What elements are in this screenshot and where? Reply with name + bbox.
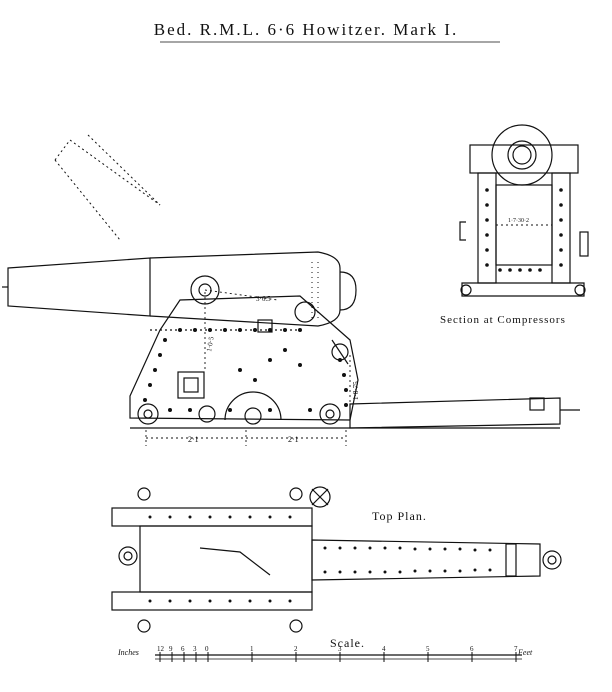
compressor-block	[177, 371, 205, 399]
front-wheel	[137, 403, 159, 425]
plan-front-eye	[118, 546, 138, 566]
scale-foot-label: 6	[470, 645, 474, 653]
dimension-radius: 3·6.5	[256, 295, 271, 303]
plan-front-eye-hole	[123, 551, 133, 561]
plan-trail-band	[505, 543, 517, 577]
handwheel-spoke	[331, 339, 349, 365]
plan-lower-front-wheel	[137, 619, 151, 633]
rivet-pattern	[143, 328, 348, 412]
handwheel	[331, 343, 349, 361]
elevating-pivot	[294, 301, 316, 323]
trail-bracket	[529, 397, 545, 411]
section-handle	[579, 231, 589, 257]
drawing-title: Bed. R.M.L. 6·6 Howitzer. Mark I.	[153, 20, 459, 39]
scale-inch-label: 6	[181, 645, 185, 653]
howitzer-barrel	[2, 251, 357, 327]
dimension-right-span: 2·1	[288, 435, 299, 444]
dimension-lines	[145, 289, 351, 446]
scale-foot-label: 4	[382, 645, 386, 653]
racer-arc	[224, 391, 282, 421]
section-view-label: Section at Compressors	[440, 314, 566, 326]
rear-wheel-hub	[325, 409, 335, 419]
racer-hub	[244, 407, 262, 425]
plan-lower-rail	[111, 591, 313, 611]
dimension-height-right: 1·8·75	[352, 381, 360, 400]
dimension-section-width: 1·7·30·2	[508, 218, 529, 224]
plan-rivets	[148, 515, 492, 603]
scale-foot-label: 5	[426, 645, 430, 653]
scale-bar	[155, 652, 522, 662]
plan-rear-eye	[542, 550, 562, 570]
section-bore-core	[512, 145, 532, 165]
section-cradle	[469, 144, 579, 174]
top-plan-label: Top Plan.	[372, 509, 427, 523]
small-bracket	[257, 319, 273, 333]
plan-body	[139, 525, 313, 593]
top-plan-view	[111, 486, 562, 633]
compressor-block-inner	[183, 377, 199, 393]
elevated-barrel-outline	[54, 134, 161, 241]
scale-inches-label: Inches	[118, 648, 139, 657]
scale-foot-label: 7	[514, 645, 518, 653]
section-rivets	[485, 188, 563, 272]
plan-trail	[311, 539, 541, 581]
plan-handwheel	[309, 486, 331, 508]
scale-foot-label: 1	[250, 645, 254, 653]
middle-wheel	[198, 405, 216, 423]
section-compressor-box	[495, 184, 553, 266]
section-base	[461, 282, 585, 297]
section-bore-outer	[491, 124, 553, 186]
scale-inch-label: 12	[157, 645, 165, 653]
section-bore-inner	[507, 140, 537, 170]
plan-lower-rear-wheel	[289, 619, 303, 633]
section-side-bracket	[459, 221, 466, 241]
plan-elevating-arm	[199, 547, 271, 576]
plan-upper-front-wheel	[137, 487, 151, 501]
plan-upper-rear-wheel	[289, 487, 303, 501]
scale-inch-label: 0	[205, 645, 209, 653]
scale-feet-label: Feet	[518, 648, 533, 657]
trunnion-hub	[198, 283, 212, 297]
section-right-wheel	[574, 284, 586, 296]
side-elevation-view	[2, 134, 580, 446]
trail-beam	[349, 397, 561, 429]
dimension-left-span: 2·1	[188, 435, 199, 444]
plan-rear-eye-hole	[547, 555, 557, 565]
section-left-wheel	[460, 284, 472, 296]
dimension-height-left: 1·0·5	[205, 336, 216, 353]
scale-inch-label: 3	[193, 645, 197, 653]
scale-foot-label: 2	[294, 645, 298, 653]
front-wheel-hub	[143, 409, 153, 419]
scale-inch-label: 9	[169, 645, 173, 653]
rear-wheel	[319, 403, 341, 425]
plan-upper-rail	[111, 507, 313, 527]
section-view	[459, 124, 589, 297]
plan-handwheel-spoke-b	[311, 488, 329, 506]
bed-side-plate	[129, 295, 359, 421]
scale-title: Scale.	[330, 636, 365, 650]
scale-foot-label: 3	[338, 645, 342, 653]
